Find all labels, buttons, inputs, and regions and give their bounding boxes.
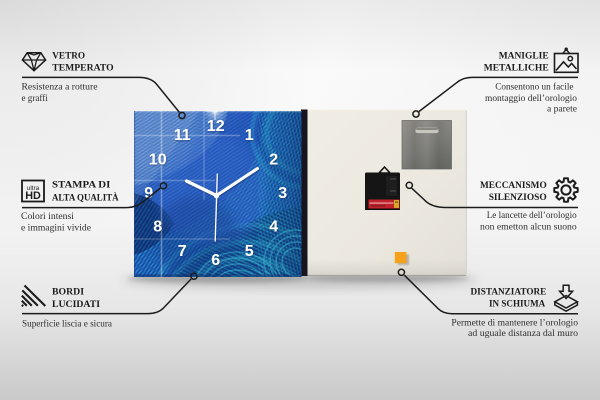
svg-text:non emetton alcun suono: non emetton alcun suono	[480, 221, 577, 232]
svg-text:a parete: a parete	[547, 103, 578, 114]
svg-text:4: 4	[269, 219, 278, 236]
svg-text:10: 10	[149, 152, 167, 169]
svg-text:Consentono un facile: Consentono un facile	[495, 82, 574, 93]
svg-text:1: 1	[245, 127, 254, 144]
svg-text:8: 8	[153, 219, 162, 236]
svg-text:6: 6	[211, 252, 220, 269]
svg-text:5: 5	[245, 243, 254, 260]
svg-text:3: 3	[278, 185, 287, 202]
svg-text:DISTANZIATORE: DISTANZIATORE	[471, 286, 547, 297]
svg-text:Colori intensi: Colori intensi	[21, 211, 74, 222]
svg-text:HD: HD	[25, 190, 41, 202]
svg-text:MECCANISMO: MECCANISMO	[480, 180, 547, 191]
svg-text:IN SCHIUMA: IN SCHIUMA	[489, 298, 546, 309]
svg-text:Resistenza a rotture: Resistenza a rotture	[22, 82, 99, 93]
svg-text:LUCIDATI: LUCIDATI	[52, 299, 100, 310]
svg-text:9: 9	[144, 185, 153, 202]
svg-text:TEMPERATO: TEMPERATO	[52, 63, 114, 74]
svg-text:SILENZIOSO: SILENZIOSO	[489, 192, 547, 203]
svg-text:e graffi: e graffi	[22, 93, 49, 104]
svg-text:Permette di mantenere l’orolog: Permette di mantenere l’orologio	[451, 317, 578, 328]
svg-text:MANIGLIE: MANIGLIE	[499, 50, 549, 61]
svg-text:montaggio dell’orologio: montaggio dell’orologio	[485, 93, 577, 104]
svg-text:ALTA QUALITÀ: ALTA QUALITÀ	[52, 192, 119, 204]
svg-text:2: 2	[269, 152, 278, 169]
svg-text:STAMPA DI: STAMPA DI	[52, 180, 110, 191]
svg-text:12: 12	[207, 118, 225, 135]
svg-text:ad uguale distanza dal muro: ad uguale distanza dal muro	[468, 328, 578, 339]
svg-text:11: 11	[174, 127, 191, 144]
svg-text:VETRO: VETRO	[52, 51, 85, 62]
svg-text:ultra: ultra	[27, 185, 40, 192]
svg-text:7: 7	[178, 243, 187, 260]
svg-text:Superficie liscia e sicura: Superficie liscia e sicura	[22, 319, 113, 330]
svg-text:e immagini vivide: e immagini vivide	[21, 223, 92, 234]
svg-text:BORDI: BORDI	[52, 287, 84, 298]
svg-text:METALLICHE: METALLICHE	[484, 62, 549, 73]
svg-text:Le lancette dell’orologio: Le lancette dell’orologio	[487, 210, 577, 221]
